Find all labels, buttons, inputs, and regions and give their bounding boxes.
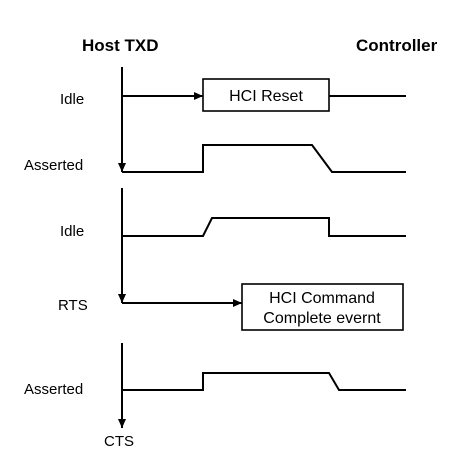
cts-label: CTS	[104, 433, 134, 450]
asserted-label-2: Asserted	[24, 381, 83, 398]
controller-header: Controller	[356, 36, 438, 55]
asserted-label-1: Asserted	[24, 157, 83, 174]
hci-reset-text: HCI Reset	[229, 88, 303, 105]
waveform-2	[122, 217, 406, 237]
rts-label: RTS	[58, 297, 88, 314]
host-txd-header: Host TXD	[82, 36, 159, 55]
idle-label-2: Idle	[60, 223, 84, 240]
waveform-1	[122, 144, 406, 173]
hci-command-text-line2: Complete evernt	[263, 310, 381, 327]
idle-label-1: Idle	[60, 91, 84, 108]
hci-reset-box	[202, 78, 330, 112]
waveform-3	[122, 372, 406, 391]
hci-command-box	[241, 283, 404, 331]
hci-command-text-line1: HCI Command	[269, 290, 375, 307]
